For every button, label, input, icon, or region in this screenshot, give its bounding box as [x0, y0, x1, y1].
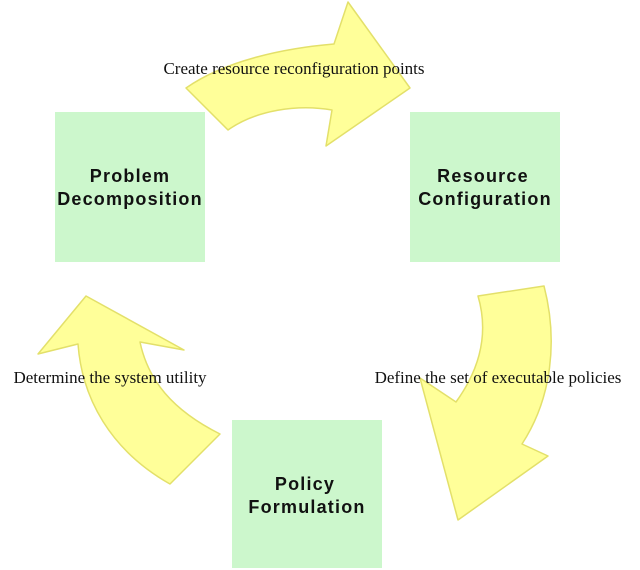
policy-formulation-box-bg	[232, 420, 382, 568]
policy-formulation-label-line1: Policy	[275, 474, 335, 494]
problem-decomposition-label-line1: Problem	[90, 166, 170, 186]
resource-configuration-box-bg	[410, 112, 560, 262]
left-arrow-label: Determine the system utility	[13, 368, 207, 387]
problem-decomposition-box: Problem Decomposition	[55, 112, 205, 262]
problem-decomposition-box-bg	[55, 112, 205, 262]
resource-configuration-label-line2: Configuration	[418, 189, 552, 209]
right-arrow-label: Define the set of executable policies	[375, 368, 622, 387]
top-arrow-label: Create resource reconfiguration points	[163, 59, 424, 78]
problem-decomposition-label-line2: Decomposition	[57, 189, 203, 209]
left-cycle-arrow	[37, 295, 221, 485]
resource-configuration-label-line1: Resource	[437, 166, 529, 186]
resource-configuration-box: Resource Configuration	[410, 112, 560, 262]
policy-formulation-box: Policy Formulation	[232, 420, 382, 568]
top-cycle-arrow	[185, 1, 411, 147]
policy-formulation-label-line2: Formulation	[248, 497, 365, 517]
right-cycle-arrow	[419, 285, 552, 521]
